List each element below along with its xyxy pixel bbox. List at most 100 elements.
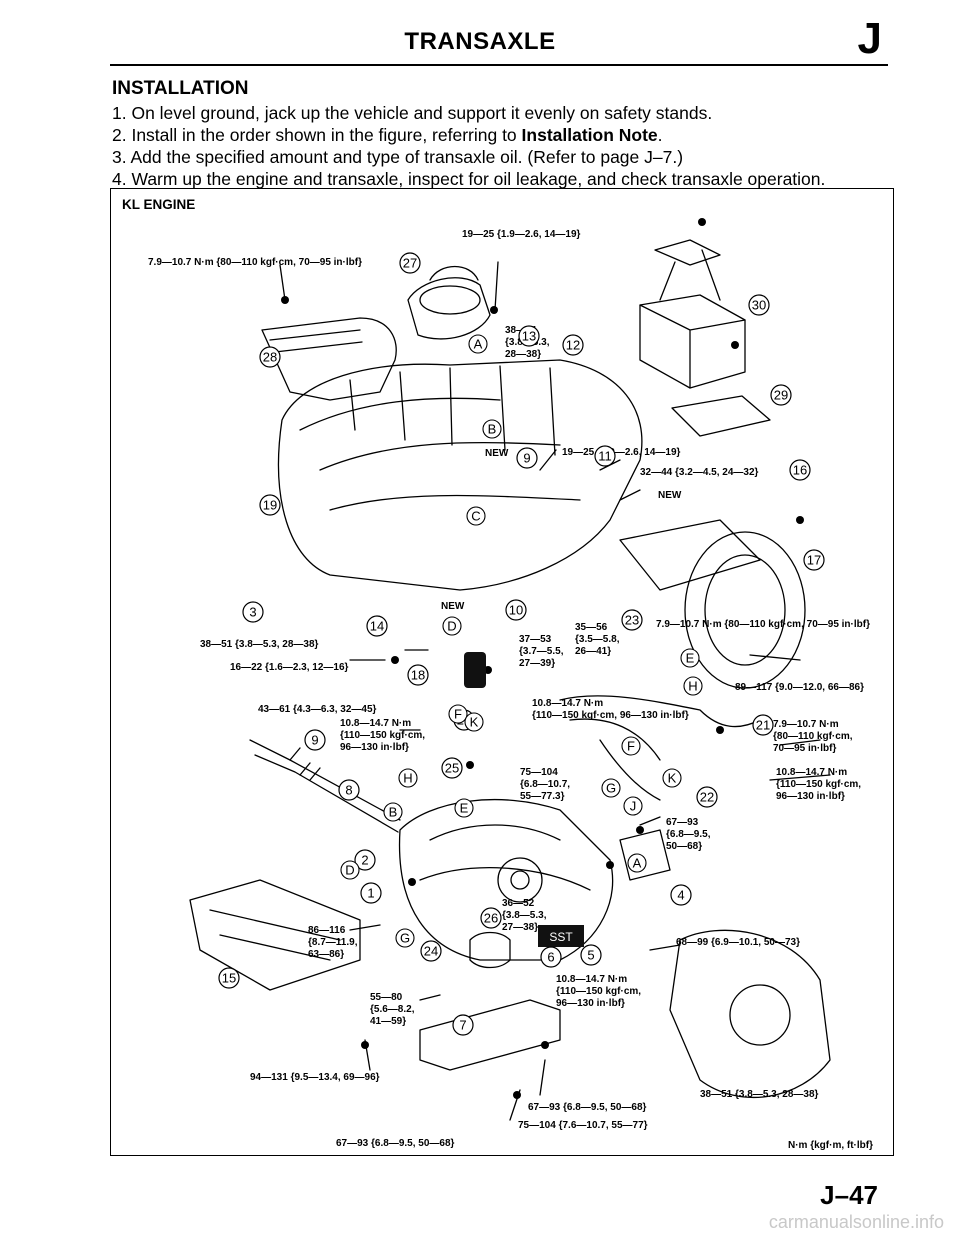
step-item: 2. Install in the order shown in the fig… [112,125,663,145]
engine-block [277,359,643,591]
torque-label: {110—150 kgf·cm, [776,779,861,790]
torque-label: 7.9—10.7 N·m {80—110 kgf·cm, 70—95 in·lb… [656,619,870,630]
torque-label: {6.8—9.5, [666,829,711,840]
torque-specs: 7.9—10.7 N·m {80—110 kgf·cm, 70—95 in·lb… [148,229,870,1149]
torque-label: 55—80 [370,992,403,1003]
part-number: 14 [370,619,384,634]
connection-letter: E [686,651,695,666]
part-number: 13 [522,329,536,344]
torque-label: 96—130 in·lbf} [340,742,409,753]
air-cleaner [407,277,491,340]
part-number: 18 [411,668,425,683]
torque-label: {110—150 kgf·cm, [556,986,641,997]
torque-label: {3.8—5.3, [502,910,547,921]
torque-label: 67—93 {6.8—9.5, 50—68} [528,1102,647,1113]
battery [639,294,746,389]
part-number: 19 [263,498,277,513]
wheel [684,531,806,689]
connection-letter: F [627,739,635,754]
starter-motor [469,931,511,969]
part-number: 29 [774,388,788,403]
torque-label: 16—22 {1.6—2.3, 12—16} [230,662,349,673]
part-number: 7 [459,1018,466,1033]
torque-label: 94—131 {9.5—13.4, 69—96} [250,1072,380,1083]
watermark: carmanualsonline.info [768,1212,944,1232]
torque-label: 32—44 {3.2—4.5, 24—32} [640,467,759,478]
installation-steps: 1. On level ground, jack up the vehicle … [112,102,825,190]
part-number: 16 [793,463,807,478]
part-number: 15 [222,971,236,986]
torque-label: {110—150 kgf·cm, [340,730,425,741]
torque-label: 50—68} [666,841,702,852]
page-number: J–47 [820,1180,878,1210]
installation-note-ref: Installation Note [521,125,658,145]
torque-label: 67—93 [666,817,699,828]
torque-label: 55—77.3} [520,791,565,802]
part-number: 26 [484,911,498,926]
part-number: 1 [367,886,374,901]
torque-label: {110—150 kgf·cm, 96—130 in·lbf} [532,710,689,721]
connection-letter: G [400,931,410,946]
battery-tray [671,395,771,437]
torque-label: 89—117 {9.0—12.0, 66—86} [735,682,864,693]
crossmember [189,879,361,991]
part-number: 30 [752,298,766,313]
torque-label: 86—116 [308,925,346,936]
section-title: INSTALLATION [112,78,249,99]
torque-label: 38—51 {3.8—5.3, 28—38} [200,639,319,650]
new-part-label: NEW [485,448,509,459]
connection-letter: F [454,707,462,722]
section-letter: J [857,14,882,63]
torque-label: {3.5—5.8, [575,634,620,645]
torque-label: 19—25 {1.9—2.6, 14—19} [562,447,681,458]
torque-label: 10.8—14.7 N·m [340,718,411,729]
transaxle-case-rear [669,929,831,1099]
header-divider [110,64,888,66]
lower-member [419,999,561,1071]
torque-label: 27—38} [502,922,538,933]
part-number: 21 [756,718,770,733]
part-number: 3 [249,605,256,620]
torque-label: 41—59} [370,1016,406,1027]
part-number: 22 [700,790,714,805]
part-number: 2 [361,853,368,868]
part-number: 28 [263,350,277,365]
part-number: 25 [445,761,459,776]
torque-label: 63—86} [308,949,344,960]
under-cover [619,519,761,591]
torque-label: {5.6—8.2, [370,1004,415,1015]
torque-label: 37—53 [519,634,552,645]
torque-label: 70—95 in·lbf} [773,743,836,754]
part-number: 4 [677,888,684,903]
figure-title: KL ENGINE [122,197,196,212]
connection-letter: E [460,801,469,816]
connection-letter: G [606,781,616,796]
oil-bottle [464,652,486,688]
torque-label: 10.8—14.7 N·m [776,767,847,778]
engine-mount [619,829,671,881]
connection-letter: A [474,337,483,352]
page-header-title: TRANSAXLE [404,28,556,55]
new-part-label: NEW [658,490,682,501]
part-number: 24 [424,944,438,959]
part-number: 10 [509,603,523,618]
wiring-harness [559,695,761,801]
connection-letter: B [389,805,398,820]
torque-label: 10.8—14.7 N·m [556,974,627,985]
connection-letter: J [630,799,637,814]
torque-label: 35—56 [575,622,608,633]
part-number: 11 [598,449,612,464]
torque-label: 36—52 [502,898,535,909]
sst-label: SST [549,930,573,944]
step-item: 3. Add the specified amount and type of … [112,147,684,167]
connection-letter: C [471,509,480,524]
part-number: 23 [625,613,639,628]
torque-label: 19—25 {1.9—2.6, 14—19} [462,229,581,240]
exploded-view-figure [110,188,894,1156]
torque-label: {3.7—5.5, [519,646,564,657]
air-intake-duct [261,317,397,401]
sst-tool [538,925,584,947]
connection-letter-labels: A B C D E H F K F H G K B E J D A G [345,337,697,946]
part-number: 12 [566,338,580,353]
